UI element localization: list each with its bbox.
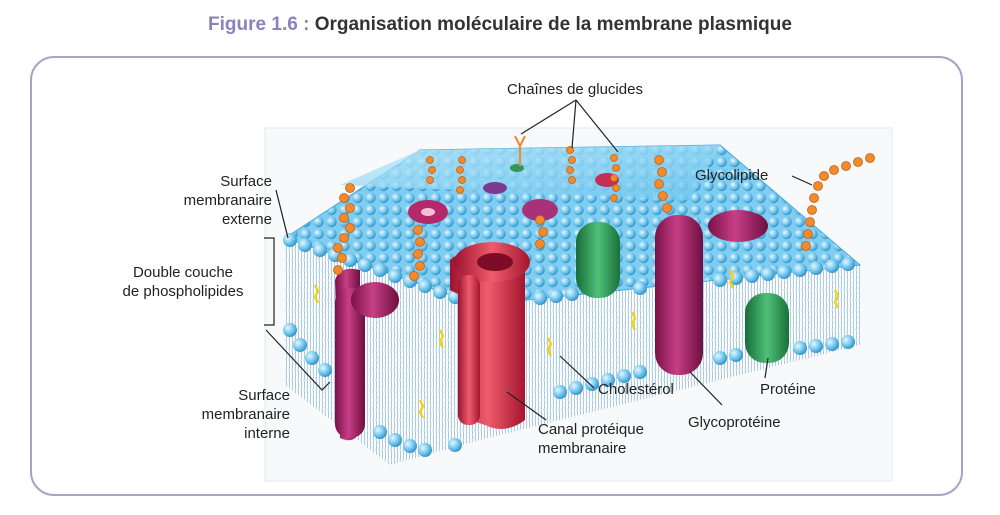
label-channel-protein: Canal protéique membranaire xyxy=(538,421,644,457)
green-protein-top xyxy=(576,222,620,298)
sugar-chains xyxy=(333,146,875,281)
magenta-protein-left xyxy=(335,268,399,441)
green-protein-right xyxy=(745,293,789,363)
label-phospholipid-bilayer: Double couche de phospholipides xyxy=(122,264,244,300)
label-glycoprotein: Glycoprotéine xyxy=(688,414,781,431)
channel-protein xyxy=(450,242,530,429)
cholesterol-molecules xyxy=(313,269,840,419)
figure-title: Organisation moléculaire de la membrane … xyxy=(314,14,792,35)
label-glycolipid: Glycolipide xyxy=(695,167,769,184)
phospholipid-heads xyxy=(283,233,855,457)
label-protein: Protéine xyxy=(760,381,816,398)
label-sugar-chains: Chaînes de glucides xyxy=(507,81,643,98)
label-outer-surface: Surface membranaire externe xyxy=(183,173,272,228)
figure-caption: Figure 1.6 : Organisation moléculaire de… xyxy=(0,14,1000,36)
label-inner-surface: Surface membranaire interne xyxy=(201,387,290,442)
glycoprotein xyxy=(655,210,768,375)
figure-frame xyxy=(30,56,963,496)
leader-lines xyxy=(264,99,813,421)
label-cholesterol: Cholestérol xyxy=(598,381,674,398)
figure-number: Figure 1.6 : xyxy=(208,14,310,35)
